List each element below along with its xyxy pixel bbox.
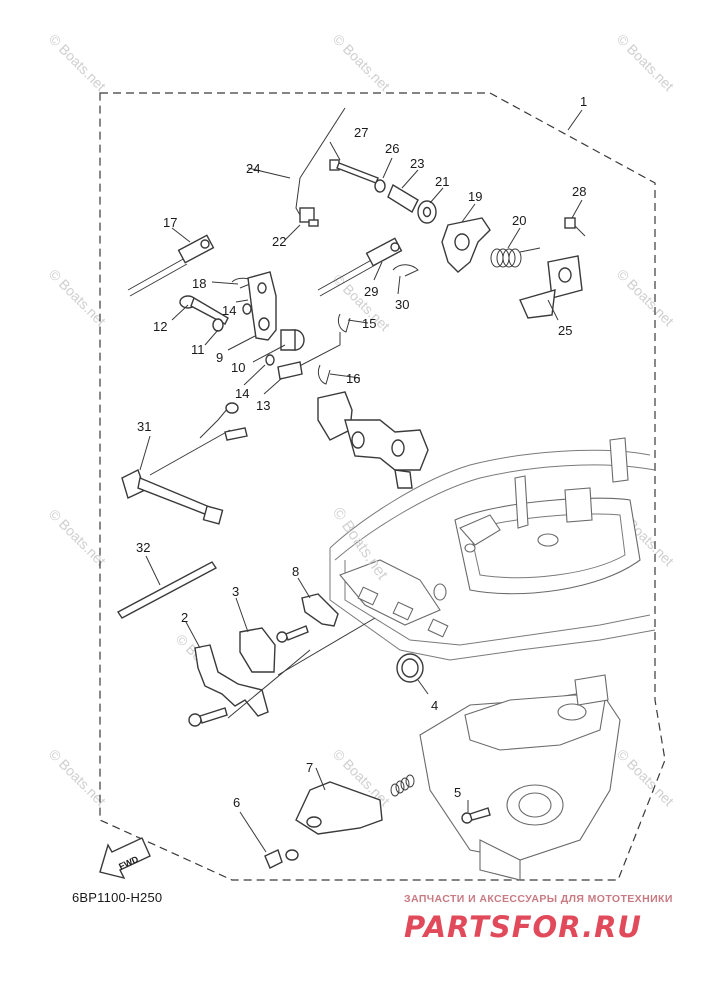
callout-labels: 1 2 3 4 5 6 7 8 9 10 11 12 13 14 14 15 1… (136, 94, 587, 810)
callout-label: 10 (231, 360, 245, 375)
callout-label: 1 (580, 94, 587, 109)
callout-label: 16 (346, 371, 360, 386)
callout-label: 14 (235, 386, 249, 401)
plate-2 (194, 644, 269, 717)
brand-logo: PARTSFOR.RU (404, 910, 642, 944)
diagram-code: 6BP1100-H250 (72, 890, 163, 905)
washer-26 (374, 179, 386, 193)
cable-joint-17 (127, 234, 215, 297)
callout-label: 27 (354, 125, 368, 140)
callout-label: 8 (292, 564, 299, 579)
callout-label: 17 (163, 215, 177, 230)
bolt-12 (179, 295, 229, 325)
callout-label: 15 (362, 316, 376, 331)
pin-32 (116, 561, 218, 619)
washer-14 (242, 303, 252, 315)
callout-label: 29 (364, 284, 378, 299)
cable-joint-29 (317, 237, 403, 297)
clip-15 (337, 313, 351, 333)
callout-label: 32 (136, 540, 150, 555)
watermark: © Boats.net (46, 31, 109, 94)
callout-label: 5 (454, 785, 461, 800)
link-rod (287, 332, 341, 373)
rod-24 (295, 107, 346, 216)
watermark: © Boats.net (614, 266, 677, 329)
callout-label: 26 (385, 141, 399, 156)
screw-28 (564, 217, 586, 237)
callout-label: 6 (233, 795, 240, 810)
callout-label: 4 (431, 698, 438, 713)
washer-14 (265, 354, 275, 366)
clip-16 (317, 364, 331, 385)
callout-label: 13 (256, 398, 270, 413)
bracket-8 (301, 593, 339, 627)
bushing-21 (417, 200, 437, 224)
callout-label: 14 (222, 303, 236, 318)
callout-label: 19 (468, 189, 482, 204)
nut-6 (264, 849, 299, 869)
callout-label: 25 (558, 323, 572, 338)
clip-22 (299, 207, 319, 227)
callout-label: 20 (512, 213, 526, 228)
fwd-arrow-icon: FWD (99, 837, 151, 880)
watermark: © Boats.net (330, 31, 393, 94)
callout-label: 18 (192, 276, 206, 291)
clip-30 (392, 264, 419, 277)
callout-label: 30 (395, 297, 409, 312)
callout-label: 23 (410, 156, 424, 171)
callout-label: 28 (572, 184, 586, 199)
callout-label: 2 (181, 610, 188, 625)
brand-tagline: ЗАПЧАСТИ И АКСЕССУАРЫ ДЛЯ МОТОТЕХНИКИ (404, 893, 673, 905)
bracket-casting (329, 437, 656, 881)
plug-4 (396, 653, 424, 683)
callout-label: 24 (246, 161, 260, 176)
washer-11 (212, 318, 224, 332)
spring-20 (490, 247, 541, 268)
callout-label: 9 (216, 350, 223, 365)
collar-23 (387, 183, 419, 214)
bolt (188, 707, 228, 727)
callout-label: 3 (232, 584, 239, 599)
callout-label: 21 (435, 174, 449, 189)
callout-label: 11 (191, 342, 205, 357)
watermark: © Boats.net (614, 746, 677, 809)
handle-31 (121, 402, 248, 525)
callout-label: 7 (306, 760, 313, 775)
watermark: © Boats.net (614, 31, 677, 94)
bolt-27 (329, 159, 379, 184)
leader-lines (139, 109, 583, 853)
bracket-25 (519, 255, 583, 319)
collar-10 (280, 329, 305, 351)
bracket-3 (239, 627, 276, 673)
callout-label: 31 (137, 419, 151, 434)
linkage-assembly (317, 391, 429, 489)
bolt (276, 625, 309, 643)
spring (390, 774, 415, 797)
screw-5 (461, 807, 491, 824)
link-13 (277, 361, 303, 380)
callout-label: 22 (272, 234, 286, 249)
callout-label: 12 (153, 319, 167, 334)
